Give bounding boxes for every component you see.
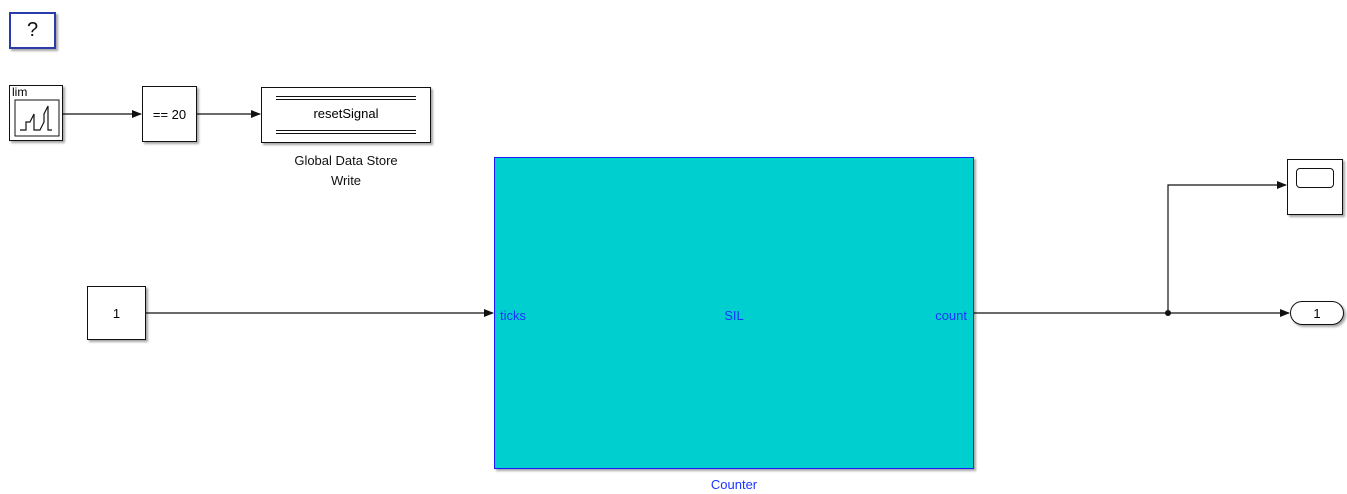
data-store-write-block[interactable]: resetSignal <box>261 87 431 143</box>
scope-block[interactable] <box>1287 159 1343 215</box>
outport-value: 1 <box>1313 305 1321 321</box>
line-branch-to-scope <box>1167 181 1287 313</box>
branch-point <box>1165 310 1171 316</box>
compare-label: == 20 <box>152 106 187 122</box>
question-icon: ? <box>26 19 39 41</box>
limited-counter-block[interactable]: lim <box>9 85 63 141</box>
sil-label: SIL <box>724 308 744 323</box>
constant-block[interactable]: 1 <box>87 286 146 340</box>
counter-caption: Counter <box>710 477 758 492</box>
ds-caption-line2: Write <box>330 173 362 188</box>
scope-icon <box>1296 168 1334 188</box>
help-block[interactable]: ? <box>9 12 56 49</box>
constant-value: 1 <box>112 305 121 321</box>
ds-top-bar <box>276 96 416 97</box>
out-port-label: count <box>935 308 967 323</box>
compare-to-constant-block[interactable]: == 20 <box>142 86 197 142</box>
ds-caption: Global Data Store Write <box>246 151 446 191</box>
ds-caption-line1: Global Data Store <box>294 153 398 168</box>
counter-subsystem-block[interactable]: ticks SIL count <box>494 157 974 469</box>
ds-top-bar-2 <box>276 99 416 100</box>
ds-signal-name: resetSignal <box>313 106 379 121</box>
ds-bottom-bar <box>276 130 416 131</box>
in-port-label: ticks <box>500 308 526 323</box>
ds-bottom-bar-2 <box>276 133 416 134</box>
limited-counter-icon-label: lim <box>12 85 28 99</box>
limited-counter-icon <box>14 99 60 137</box>
outport-block[interactable]: 1 <box>1290 301 1344 325</box>
